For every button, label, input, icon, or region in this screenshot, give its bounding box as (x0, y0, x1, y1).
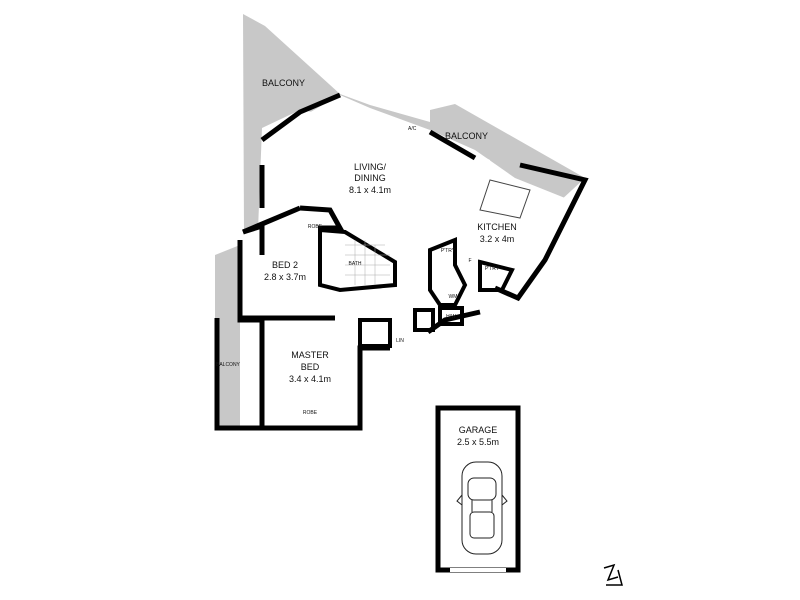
balcony-west-area (215, 245, 240, 428)
north-arrow-icon (596, 562, 630, 592)
pantry-1-label: P'TRY (441, 248, 456, 254)
kitchen-name: KITCHEN (477, 222, 517, 232)
bed2-dims: 2.8 x 3.7m (264, 272, 306, 282)
master-name-2: BED (301, 362, 320, 372)
garage-name: GARAGE (459, 425, 498, 435)
lin-label: LIN (396, 338, 404, 344)
car-icon (456, 461, 508, 555)
kitchen-bench (479, 179, 531, 219)
living-name: LIVING/ (354, 162, 387, 172)
master-dims: 3.4 x 4.1m (289, 374, 331, 384)
ac-label: A/C (408, 126, 417, 132)
bed2-robe: ROBE (308, 224, 323, 230)
fridge-label: F (468, 258, 471, 264)
master-name: MASTER (291, 350, 329, 360)
pantry-2-label: P'TRY (485, 266, 500, 272)
walls (214, 92, 589, 431)
wm-label: WM (449, 294, 458, 300)
bath-label: BATH (349, 261, 362, 267)
living-name-2: DINING (354, 173, 386, 183)
garage-dims: 2.5 x 5.5m (457, 437, 499, 447)
garage-door-gap (450, 568, 506, 572)
interior-floor (240, 95, 565, 428)
hw-label: H/W (446, 314, 456, 320)
balcony-west-label: BALCONY (216, 362, 241, 368)
bath-tiles (345, 240, 390, 285)
bed2-name: BED 2 (272, 260, 298, 270)
kitchen-dims: 3.2 x 4m (480, 234, 515, 244)
balcony-east-label: BALCONY (445, 131, 488, 141)
living-dims: 8.1 x 4.1m (349, 185, 391, 195)
master-robe: ROBE (303, 410, 318, 416)
interior-walls (318, 227, 515, 348)
balcony-main-label: BALCONY (262, 78, 305, 88)
